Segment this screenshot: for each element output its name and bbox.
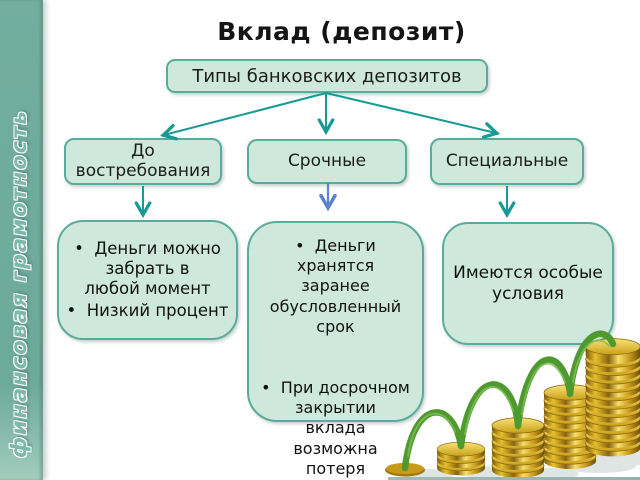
sidebar-vertical-label: финансовая грамотность	[7, 109, 31, 458]
root-node: Типы банковских депозитов	[166, 59, 488, 93]
sprout-arc	[514, 356, 574, 430]
branch-node-demand: До востребования	[64, 138, 222, 185]
coin-stack-2	[436, 441, 486, 476]
detail-line: Имеются особые условия	[453, 262, 603, 304]
arrow-root-to-special	[325, 92, 500, 139]
sprout-highlights	[407, 339, 610, 457]
coin-stack-4	[543, 384, 597, 470]
arrow-root-to-demand	[160, 92, 327, 141]
branch-label-demand: До востребования	[75, 140, 211, 181]
bullet-item: • Деньги можно забрать в любой момент	[74, 238, 221, 298]
slide-title: Вклад (депозит)	[217, 17, 466, 46]
detail-node-term	[247, 221, 424, 422]
bullet-item: • Низкий процент	[66, 301, 229, 321]
branch-label-special: Специальные	[445, 150, 569, 171]
branch-node-term: Срочные	[247, 139, 407, 184]
sprout-arc	[457, 381, 522, 450]
branch-node-special: Специальные	[430, 138, 584, 185]
coin-stack-5	[585, 337, 640, 457]
sprout-arcs	[401, 330, 617, 472]
detail-node-special	[442, 222, 614, 345]
sidebar-strip: финансовая грамотность	[0, 0, 43, 480]
detail-text-demand: • Деньги можно забрать в любой момент • …	[57, 220, 238, 340]
coin-stack-3	[491, 417, 545, 479]
bullet-item: • Деньги хранятся заранее обусловленный …	[269, 235, 402, 336]
detail-text-special: Имеются особые условия	[442, 222, 614, 345]
branch-label-term: Срочные	[287, 150, 367, 171]
detail-node-demand	[57, 220, 238, 340]
coin-shadows	[400, 447, 640, 480]
detail-text-term: • Деньги хранятся заранее обусловленный …	[247, 195, 424, 480]
bullet-item: • При досрочном закрытии вклада возможна…	[261, 377, 410, 480]
root-node-label: Типы банковских депозитов	[192, 65, 462, 87]
